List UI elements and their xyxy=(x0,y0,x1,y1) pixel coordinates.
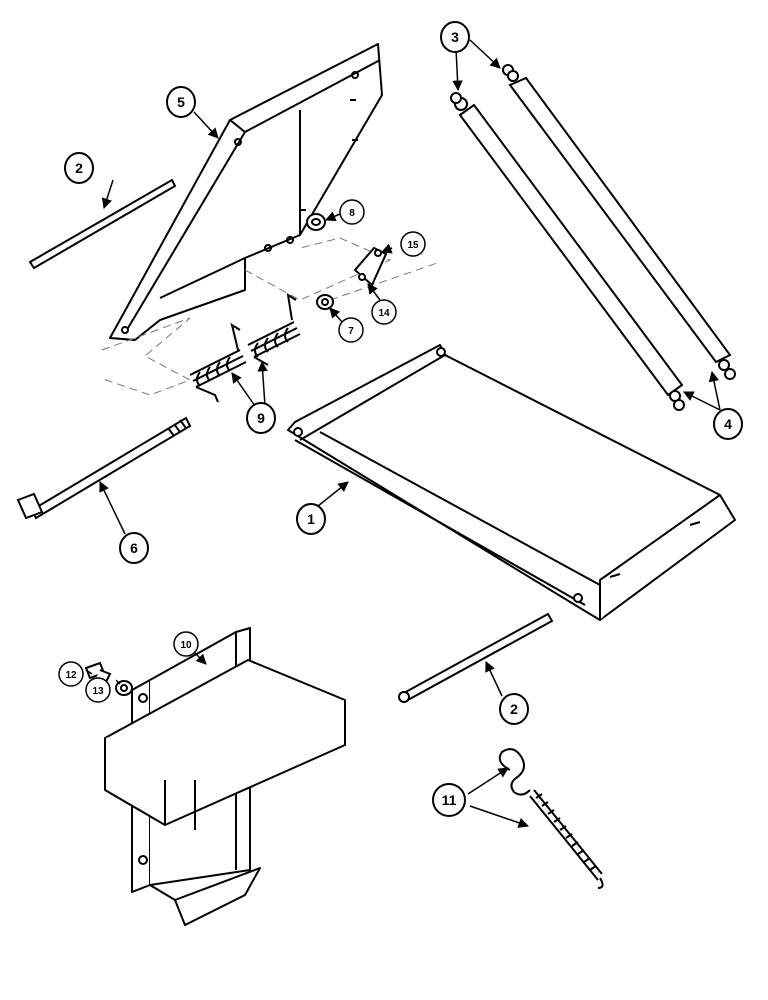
seat-pan xyxy=(287,344,736,621)
callout-4: 4 xyxy=(713,408,743,440)
callout-5: 5 xyxy=(166,86,196,118)
leader-lines xyxy=(85,39,721,828)
shock-rods xyxy=(450,64,736,411)
svg-text:11: 11 xyxy=(442,792,457,808)
callout-12: 12 xyxy=(58,661,84,687)
svg-text:6: 6 xyxy=(130,540,138,556)
extension-spring xyxy=(498,748,604,889)
callout-2-upper: 2 xyxy=(64,152,94,184)
hinge-plate xyxy=(353,246,388,287)
bolt-and-washer xyxy=(84,661,133,696)
svg-text:1: 1 xyxy=(307,511,315,527)
svg-text:12: 12 xyxy=(65,670,77,681)
callout-1: 1 xyxy=(296,503,326,535)
svg-text:10: 10 xyxy=(180,640,192,651)
callout-10: 10 xyxy=(173,631,199,657)
bracket-frame-part xyxy=(109,43,383,341)
callout-3: 3 xyxy=(440,21,470,53)
box-bracket xyxy=(104,627,346,926)
dashed-guide-lines xyxy=(99,237,441,396)
svg-text:5: 5 xyxy=(177,94,185,110)
callout-2-lower: 2 xyxy=(499,693,529,725)
svg-text:14: 14 xyxy=(378,308,390,319)
svg-text:2: 2 xyxy=(75,160,83,176)
svg-text:4: 4 xyxy=(724,416,732,432)
callout-11: 11 xyxy=(432,783,466,817)
svg-text:9: 9 xyxy=(257,410,265,426)
svg-text:2: 2 xyxy=(510,701,518,717)
svg-text:3: 3 xyxy=(451,29,459,45)
torsion-springs xyxy=(189,292,301,403)
rod-upper xyxy=(28,178,177,270)
callout-15: 15 xyxy=(400,231,426,257)
callout-8: 8 xyxy=(339,199,365,225)
svg-text:13: 13 xyxy=(92,686,104,697)
svg-text:15: 15 xyxy=(407,240,419,251)
bolt-long xyxy=(16,416,192,520)
callout-13: 13 xyxy=(85,677,111,703)
callout-6: 6 xyxy=(119,532,149,564)
callout-7: 7 xyxy=(338,317,364,343)
svg-text:8: 8 xyxy=(349,208,355,219)
callout-9: 9 xyxy=(246,402,276,434)
svg-text:7: 7 xyxy=(348,326,354,337)
bushings xyxy=(306,213,334,310)
callout-14: 14 xyxy=(371,299,397,325)
rod-lower xyxy=(398,612,554,703)
